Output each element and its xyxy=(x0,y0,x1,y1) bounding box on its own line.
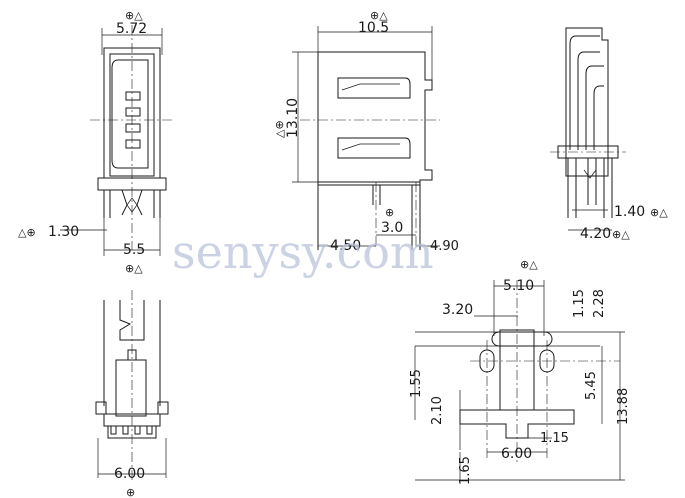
bottom-view: 6.00 ⊕ xyxy=(95,290,169,498)
right-view: 1.40 ⊕△ 4.20 ⊕△ xyxy=(550,27,668,242)
spring-tab-top xyxy=(337,77,411,99)
side-peg-left-label: 4.50 xyxy=(330,238,361,254)
svg-text:△⊕: △⊕ xyxy=(273,120,286,138)
fp-bottom-v-label: 1.65 xyxy=(458,456,473,485)
fp-pad-v-label: 5.45 xyxy=(584,371,599,400)
fp-hole-v-label: 1.55 xyxy=(409,369,424,398)
side-peg-right-label: 4.90 xyxy=(430,239,459,254)
side-length-label: 10.5 xyxy=(358,20,389,36)
bottom-width-label: 6.00 xyxy=(114,466,145,482)
bottom-slot xyxy=(119,300,145,341)
right-pitch-label: 1.40 xyxy=(614,204,645,220)
svg-text:⊕△: ⊕△ xyxy=(370,9,388,22)
front-pin-offset-label: 1.30 xyxy=(48,224,79,240)
right-span-label: 4.20 xyxy=(580,226,611,242)
usb-port-opening xyxy=(111,59,149,169)
front-top-symbols: ⊕△ xyxy=(125,9,143,22)
watermark: senysy.com xyxy=(172,225,434,279)
svg-text:⊕△: ⊕△ xyxy=(520,258,538,271)
right-body xyxy=(565,27,609,177)
fp-slot-h-label: 1.15 xyxy=(572,289,587,318)
side-height-label: 13.10 xyxy=(285,98,301,138)
svg-text:⊕△: ⊕△ xyxy=(125,262,143,275)
fp-total-h-label: 13.88 xyxy=(616,388,631,425)
side-body xyxy=(317,51,433,186)
svg-text:⊕: ⊕ xyxy=(126,486,135,498)
front-view: ⊕△ 5.72 △⊕ 1.30 5.5 ⊕△ xyxy=(18,9,175,275)
fp-pad-w-label: 1.15 xyxy=(540,431,569,446)
svg-text:△⊕: △⊕ xyxy=(18,226,36,239)
pcb-footprint: ⊕△ 5.10 3.20 1.15 2.28 1.55 2.10 5.45 13… xyxy=(409,258,631,485)
svg-text:⊕△: ⊕△ xyxy=(612,228,630,241)
svg-text:⊕: ⊕ xyxy=(385,206,394,219)
fp-top-width-label: 5.10 xyxy=(503,278,534,294)
side-view: ⊕△ 10.5 13.10 △⊕ ⊕ 3.0 4.50 4.90 xyxy=(273,9,459,254)
front-pin-span-label: 5.5 xyxy=(123,242,145,258)
side-pin-spacing-label: 3.0 xyxy=(381,220,403,236)
svg-text:⊕△: ⊕△ xyxy=(650,206,668,219)
fp-peg-v-label: 2.10 xyxy=(430,396,445,425)
fp-slot xyxy=(491,331,553,347)
spring-tab-bottom xyxy=(337,137,411,159)
front-width-label: 5.72 xyxy=(116,21,147,37)
fp-width-label: 6.00 xyxy=(501,446,532,462)
fp-slot-offset-label: 2.28 xyxy=(592,289,607,318)
fp-slot-width-label: 3.20 xyxy=(442,302,473,318)
